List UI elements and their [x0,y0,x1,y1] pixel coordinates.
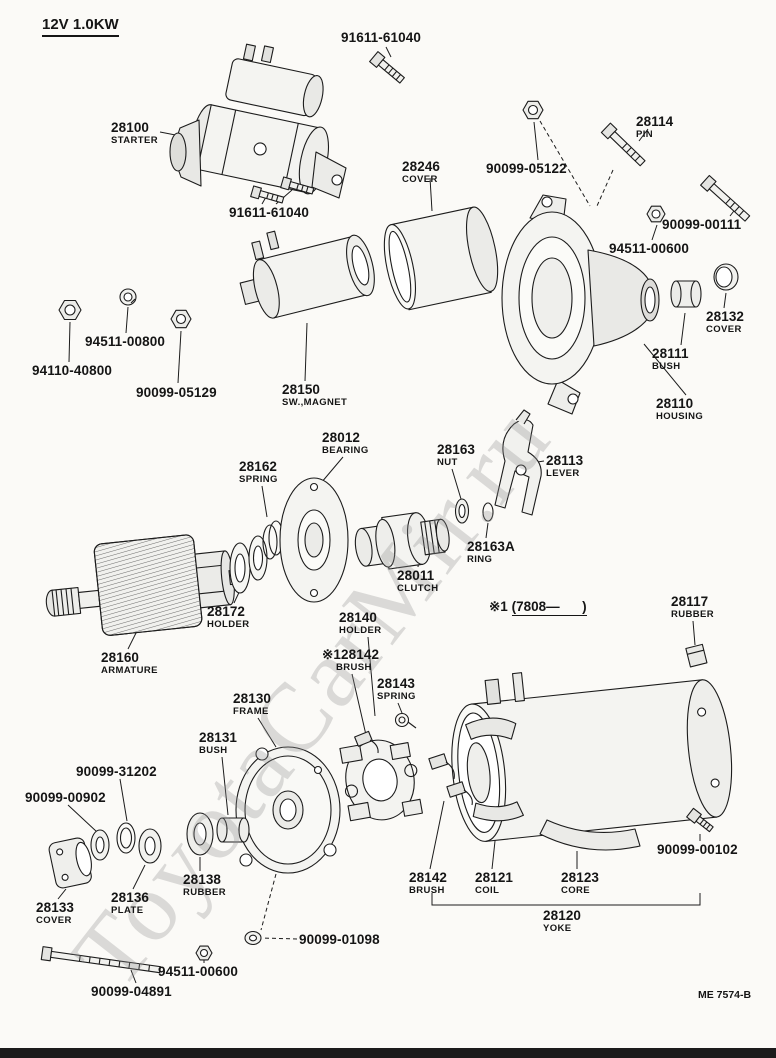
screw-90099-00102-drawing [686,807,714,833]
plate-washers-drawing [90,822,162,864]
bearing-plate-drawing [279,477,349,603]
ring-28163A-drawing [482,502,494,522]
leader-lines-dashed [260,120,614,940]
label-90099-31202: 90099-31202 [76,764,157,779]
washer-90099-01098-drawing [244,930,262,946]
core-drawing [539,819,641,851]
label-90099-00111: 90099-00111 [662,217,742,232]
nut-94511-00600-right-drawing [646,205,666,223]
bush-28111-drawing [670,280,702,308]
frame-drawing [235,746,341,874]
nut-94110-40800-drawing [58,299,82,321]
nut-28163-drawing [454,498,470,524]
label-90099-00102: 90099-00102 [657,842,738,857]
housing-drawing [501,194,660,415]
bolt-90099-00111-drawing [700,174,751,222]
rubber-28117-drawing [685,643,708,668]
label-90099-05122: 90099-05122 [486,161,567,176]
starter-assembly-drawing [169,43,347,199]
bolt-91611-61040-top-drawing [369,51,405,84]
bolt-91611-61040-pair-drawing [250,176,315,204]
label-94511-00600-b: 94511-00600 [158,964,238,979]
label-94110-40800: 94110-40800 [32,363,112,378]
brush-28142-upper-drawing [354,730,379,754]
nut-94511-00600-bottom-drawing [195,945,213,961]
lever-drawing [494,409,542,516]
brush-holder-drawing [339,739,423,822]
label-94511-00800: 94511-00800 [85,334,165,349]
yoke-drawing [451,672,733,842]
cover-28246-drawing [383,206,499,311]
bolt-90099-04891-drawing [40,946,161,974]
spring-28143-drawing [394,712,417,729]
cover-28132-drawing [713,263,739,291]
doc-code: ME 7574-B [698,989,752,1001]
label-90099-04891: 90099-04891 [91,984,172,999]
page-bottom-bar [0,1048,776,1058]
label-90099-05129: 90099-05129 [136,385,217,400]
rubber-28138-drawing [186,812,214,856]
sw-magnet-drawing [239,230,375,319]
clutch-drawing [354,512,450,570]
armature-drawing [45,534,247,636]
bush-28131-drawing [216,817,250,843]
nut-90099-05129-drawing [170,309,192,329]
label-94511-00600-a: 94511-00600 [609,241,689,256]
label-91611-61040-a: 91611-61040 [341,30,421,45]
holder-28172-drawing [229,535,268,594]
page-title: 12V 1.0KW [42,16,119,37]
washer-94511-00800-drawing [119,288,137,306]
nut-90099-05122-drawing [522,100,544,120]
applicability-note: ※1 (7808— ) [489,599,587,616]
cover-28133-drawing [48,837,92,889]
coil-drawing [465,717,524,822]
pin-28114-drawing [600,122,646,167]
brush-28142-pair-drawing [428,753,473,806]
label-90099-01098: 90099-01098 [299,932,380,947]
label-91611-61040-b: 91611-61040 [229,205,309,220]
label-90099-00902: 90099-00902 [25,790,106,805]
